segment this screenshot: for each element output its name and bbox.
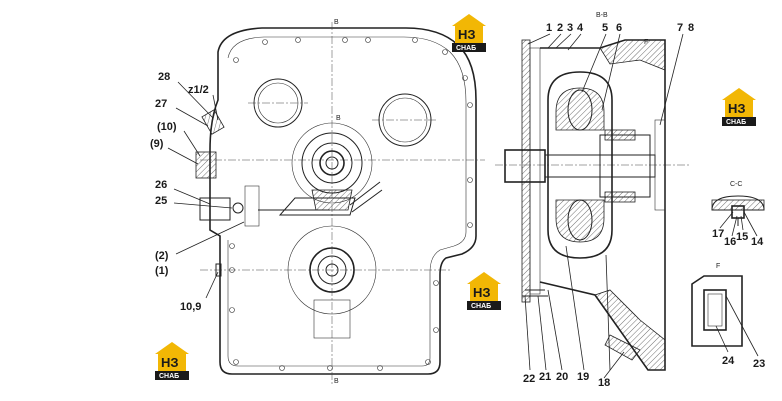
- front-view: B B B: [167, 19, 485, 385]
- callout-r3: 3: [567, 22, 573, 34]
- front-leaders: [167, 81, 245, 299]
- callout-17: 17: [712, 228, 724, 240]
- callout-15: 15: [736, 231, 748, 243]
- logo-bottom-left: НЗ СНАБ: [155, 342, 189, 380]
- svg-text:НЗ: НЗ: [473, 285, 491, 300]
- callout-labels: 28 z1/2 27 (10) (9) 26 25 (2) (1) 10,9 1…: [150, 22, 765, 389]
- callout-26: 26: [155, 179, 167, 191]
- logo-center: НЗ СНАБ: [467, 272, 501, 310]
- callout-21: 21: [539, 371, 551, 383]
- callout-20: 20: [556, 371, 568, 383]
- torque-converter: [547, 71, 613, 259]
- callout-r2: 2: [557, 22, 563, 34]
- section-cc-view: C-C: [711, 181, 765, 237]
- callout-r6: 6: [616, 22, 622, 34]
- view-f: F: [691, 263, 759, 357]
- callout-19: 19: [577, 371, 589, 383]
- callout-r7: 7: [677, 22, 683, 34]
- callout-14: 14: [751, 236, 764, 248]
- svg-text:СНАБ: СНАБ: [159, 373, 179, 380]
- view-f-marker: F: [644, 39, 648, 46]
- upper-right-bore: [372, 93, 438, 147]
- left-fittings: [195, 109, 330, 277]
- bb-drain-fitting: [604, 334, 641, 361]
- callout-9: (9): [150, 138, 164, 150]
- section-b-bottom: B: [334, 378, 339, 385]
- bb-leaders: [524, 33, 684, 379]
- section-cc-label: C-C: [730, 181, 742, 188]
- callout-r8: 8: [688, 22, 694, 34]
- svg-text:СНАБ: СНАБ: [471, 303, 491, 310]
- upper-left-bore: [248, 78, 308, 128]
- callout-r4: 4: [577, 22, 584, 34]
- callout-27: 27: [155, 98, 167, 110]
- section-bb-label: B-B: [596, 12, 608, 19]
- housing-outline: [209, 27, 477, 375]
- callout-18: 18: [598, 377, 610, 389]
- logo-right: НЗ СНАБ: [722, 88, 756, 126]
- callout-1: (1): [155, 265, 169, 277]
- housing-inner: [227, 36, 467, 367]
- section-b-mid: B: [336, 115, 341, 122]
- bb-flange: [521, 39, 531, 303]
- flange-bolts: [229, 37, 473, 371]
- svg-text:НЗ: НЗ: [161, 355, 179, 370]
- svg-text:НЗ: НЗ: [458, 27, 476, 42]
- section-bb-view: B-B F: [495, 12, 690, 379]
- callout-24: 24: [722, 355, 735, 367]
- callout-z1-2: z1/2: [188, 84, 209, 96]
- svg-text:СНАБ: СНАБ: [456, 45, 476, 52]
- svg-text:СНАБ: СНАБ: [726, 119, 746, 126]
- callout-r1: 1: [546, 22, 552, 34]
- callout-16: 16: [724, 236, 736, 248]
- logo-top: НЗ СНАБ: [452, 14, 486, 52]
- callout-28: 28: [158, 71, 170, 83]
- callout-25: 25: [155, 195, 167, 207]
- callout-23: 23: [753, 358, 765, 370]
- callout-22: 22: [523, 373, 535, 385]
- callout-10-9: 10,9: [180, 301, 201, 313]
- lower-bore: [287, 225, 377, 339]
- callout-r5: 5: [602, 22, 608, 34]
- section-b-top: B: [334, 19, 339, 26]
- view-f-label: F: [716, 263, 720, 270]
- svg-text:НЗ: НЗ: [728, 101, 746, 116]
- callout-2: (2): [155, 250, 169, 262]
- central-shaft: [278, 122, 383, 216]
- callout-10: (10): [157, 121, 177, 133]
